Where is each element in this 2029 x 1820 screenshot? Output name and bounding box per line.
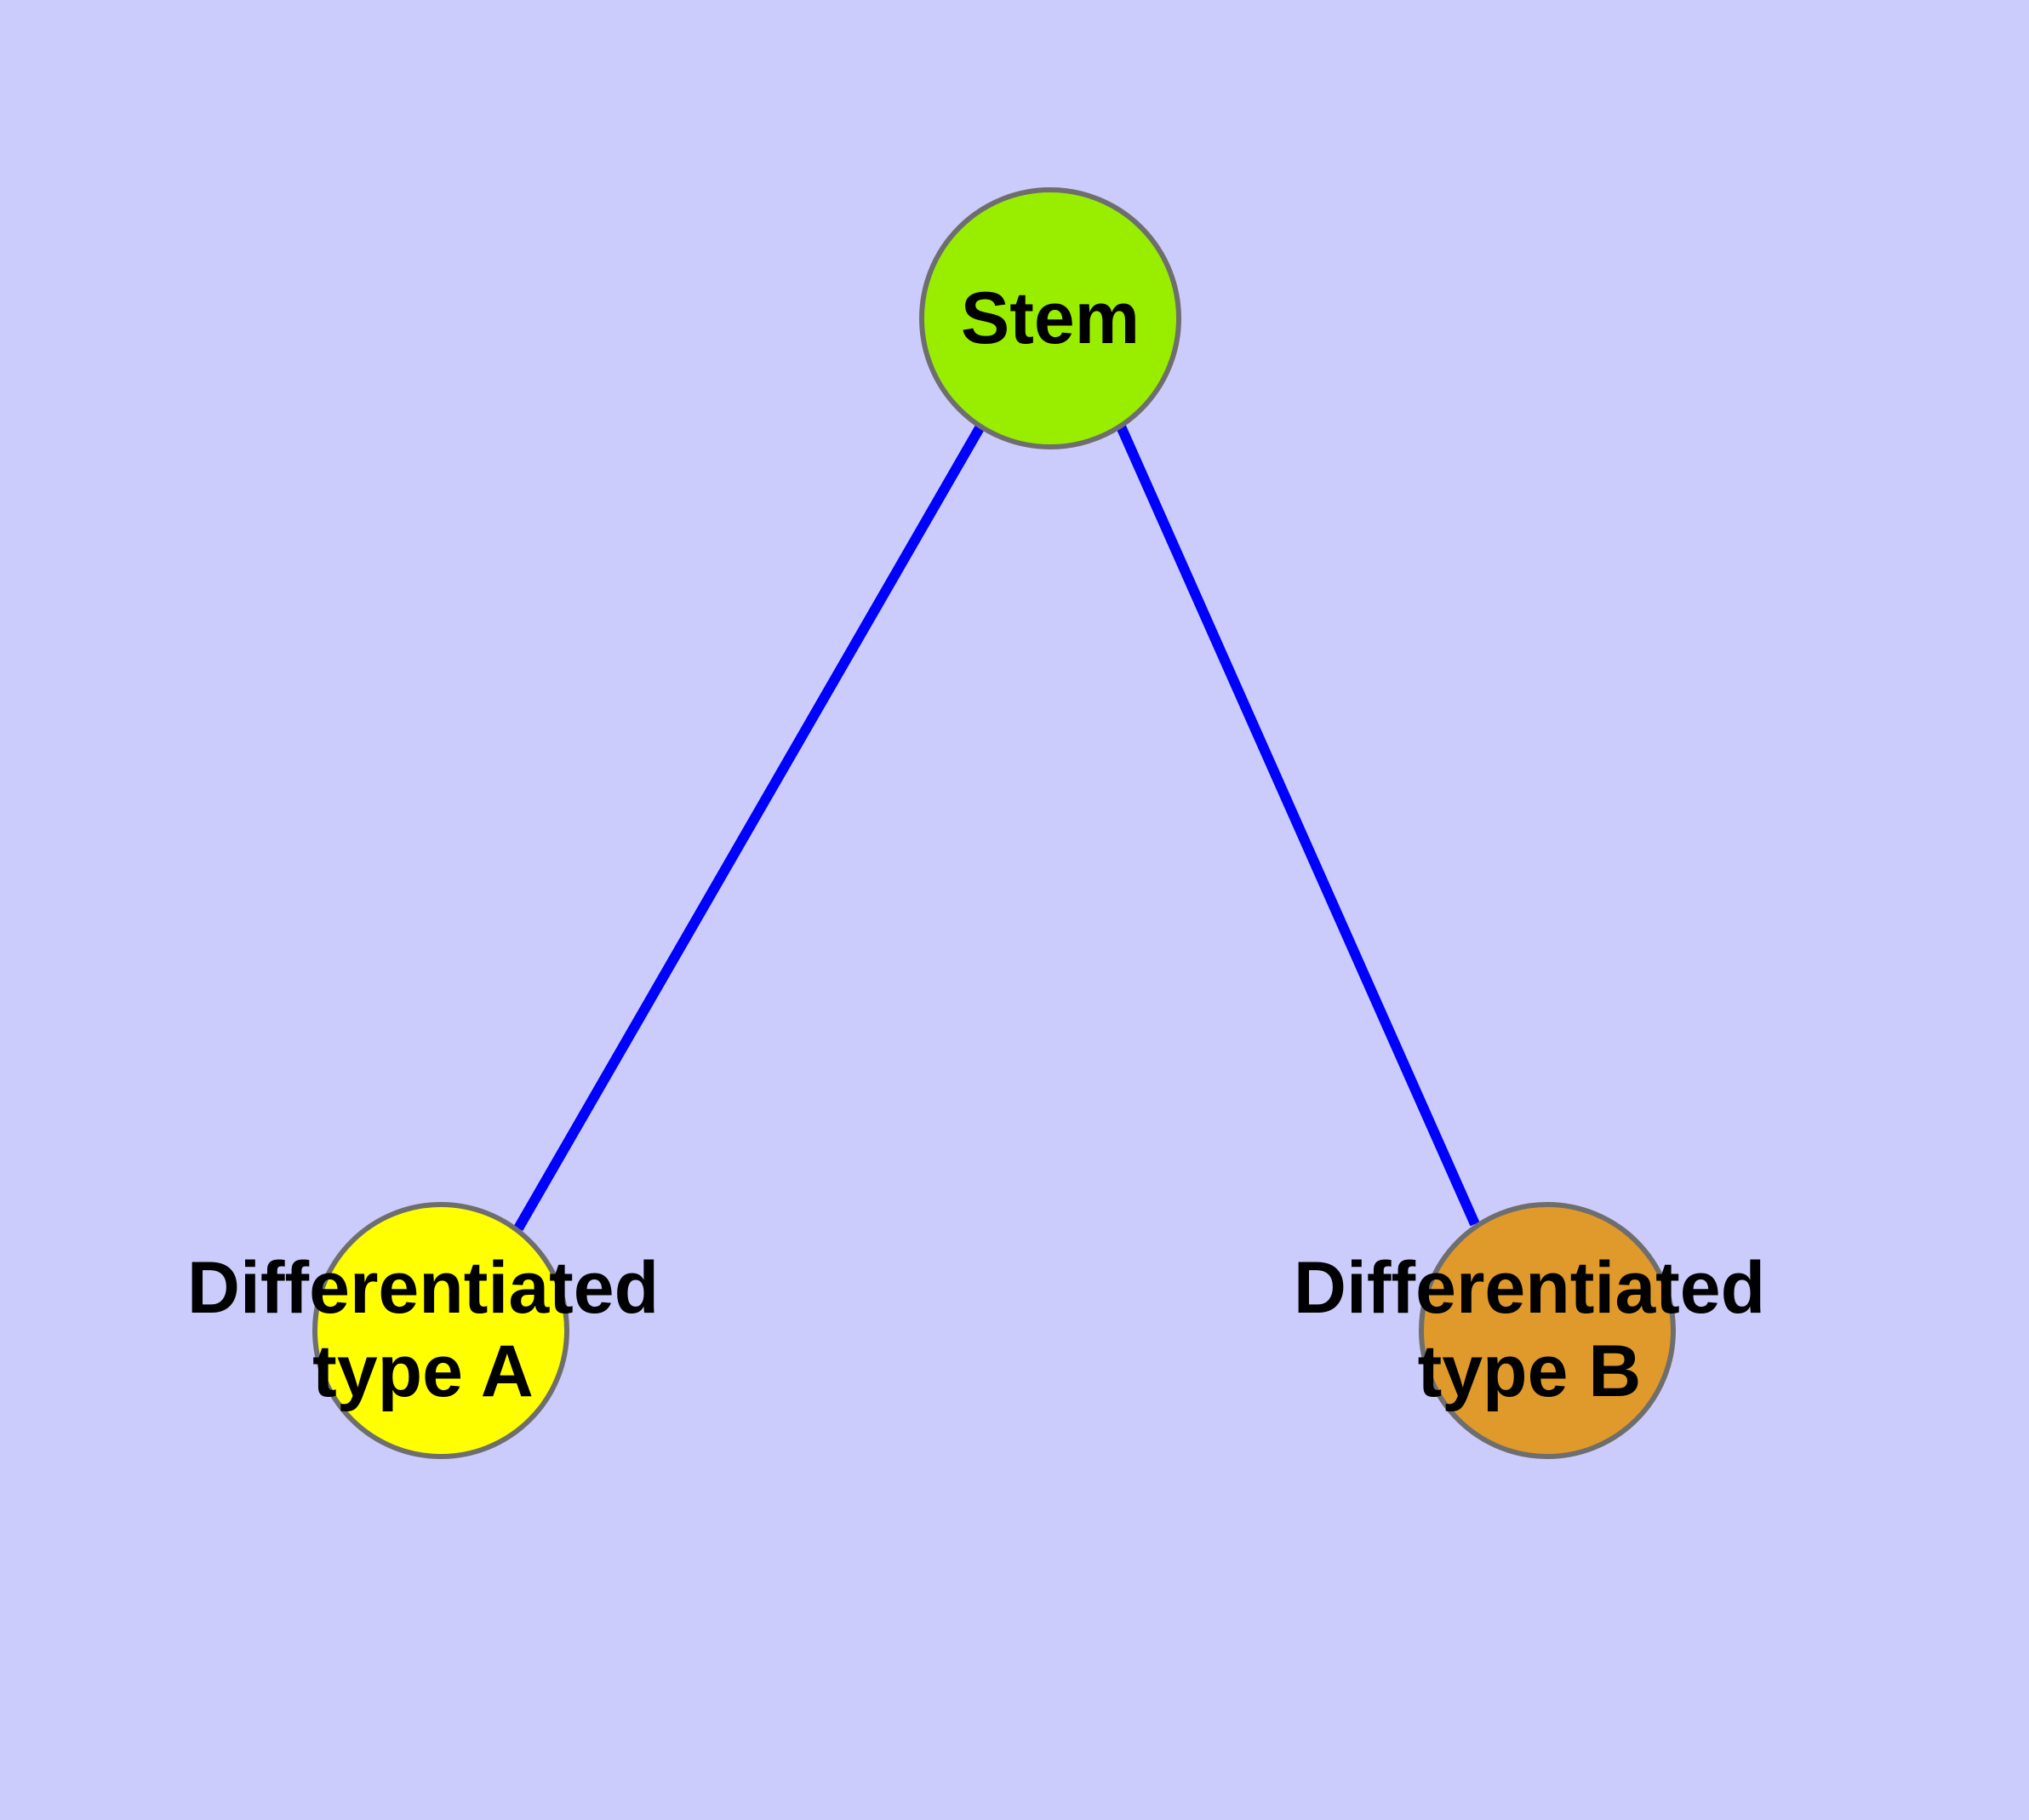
edge-stem-to-diff-b[interactable] (1116, 424, 1480, 1227)
edge-layer (513, 424, 1480, 1231)
edge-stem-to-diff-a[interactable] (513, 424, 986, 1231)
node-circle-diff-b[interactable] (1419, 1202, 1676, 1459)
node-circle-stem[interactable] (919, 187, 1181, 449)
node-circle-diff-a[interactable] (312, 1202, 569, 1459)
node-layer (312, 187, 1676, 1459)
